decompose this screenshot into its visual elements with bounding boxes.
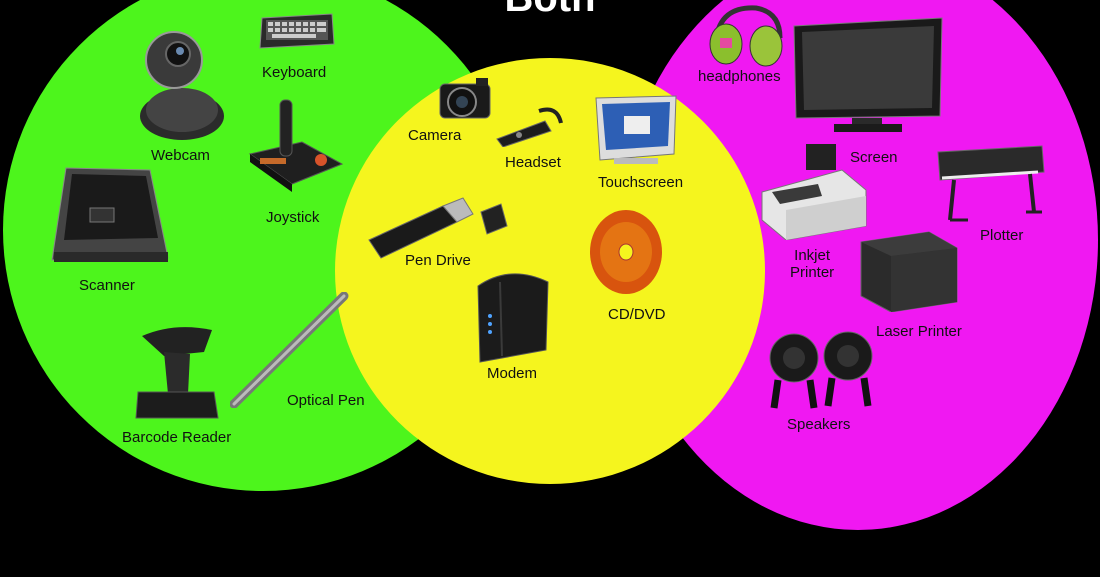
speakers-icon (760, 330, 884, 414)
webcam-label: Webcam (151, 147, 210, 164)
diagram-title: Both (0, 0, 1100, 18)
cd-dvd-icon (588, 206, 664, 296)
screen-icon (790, 14, 946, 136)
scanner-icon (50, 160, 170, 270)
modem-label: Modem (487, 365, 538, 382)
headphones-icon (706, 4, 786, 68)
pen-drive-label: Pen Drive (405, 252, 471, 269)
speakers-label: Speakers (787, 416, 851, 433)
camera-icon (436, 72, 496, 124)
pen-drive-icon (363, 192, 509, 262)
scanner-label: Scanner (79, 277, 135, 294)
webcam-icon (134, 30, 230, 142)
cd-dvd-label: CD/DVD (608, 306, 666, 323)
barcode-reader-label: Barcode Reader (122, 429, 232, 446)
touchscreen-label: Touchscreen (598, 174, 684, 191)
camera-label: Camera (408, 127, 462, 144)
headset-label: Headset (505, 154, 561, 171)
inkjet-printer-label: Inkjet Printer (790, 247, 835, 281)
optical-pen-icon (230, 292, 350, 408)
joystick-icon (246, 94, 346, 192)
plotter-label: Plotter (980, 227, 1024, 244)
plotter-icon (934, 142, 1046, 224)
touchscreen-icon (594, 94, 678, 166)
keyboard-label: Keyboard (262, 64, 327, 81)
joystick-label: Joystick (266, 209, 320, 226)
inkjet-printer-icon (758, 140, 868, 240)
optical-pen-label: Optical Pen (287, 392, 365, 409)
headphones-label: headphones (698, 68, 781, 85)
barcode-reader-icon (134, 322, 220, 422)
laser-printer-icon (857, 228, 961, 312)
screen-label: Screen (850, 149, 898, 166)
keyboard-icon (258, 10, 336, 52)
headset-icon (495, 103, 565, 147)
modem-icon (470, 266, 554, 364)
laser-printer-label: Laser Printer (876, 323, 962, 340)
